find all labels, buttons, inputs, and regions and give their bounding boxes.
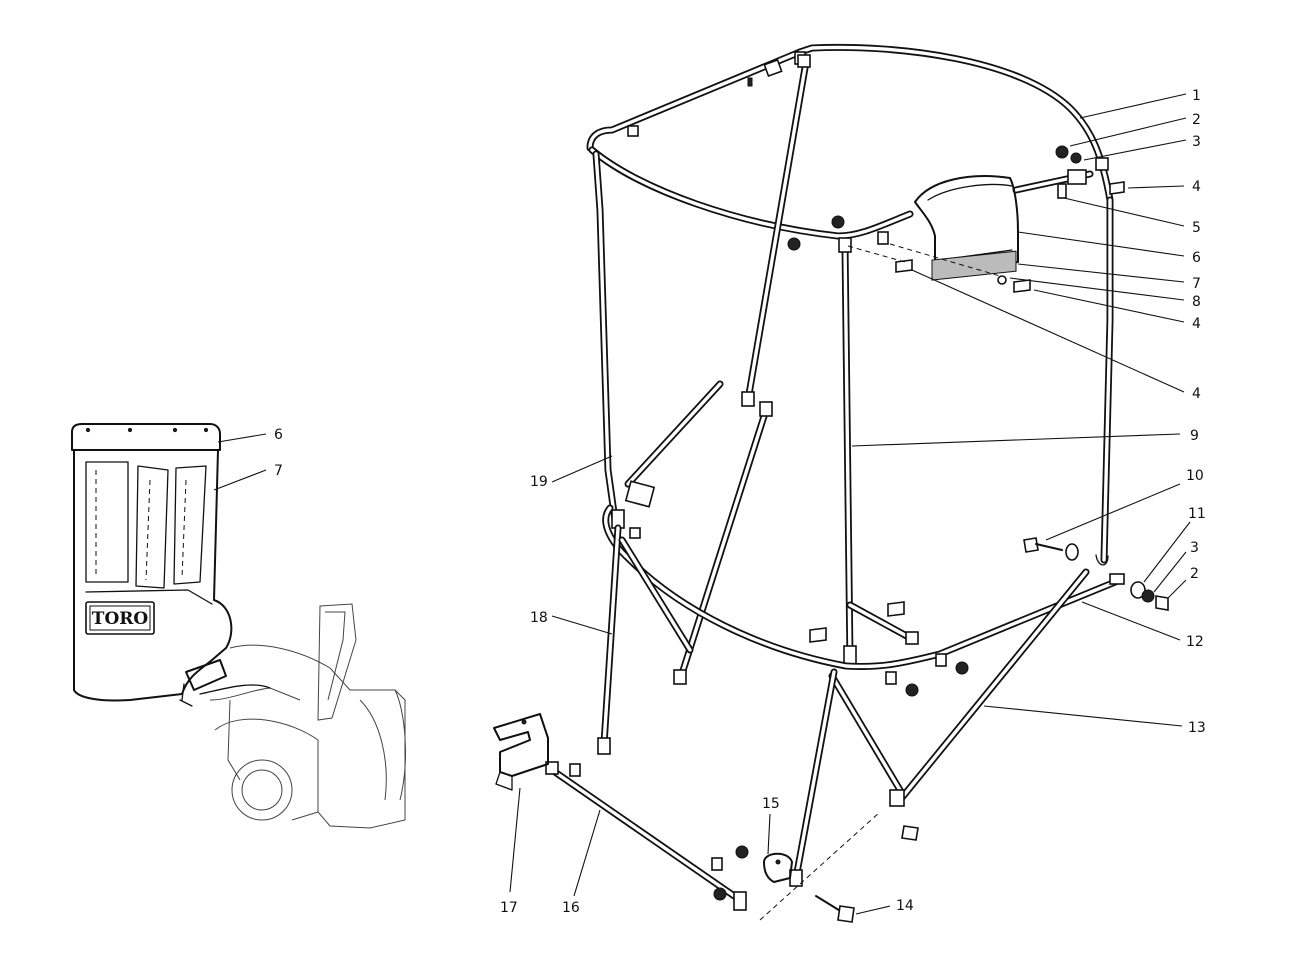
callout-1: 1 — [1192, 88, 1201, 104]
brand-logo-badge: TORO — [85, 601, 155, 635]
callout-2b: 2 — [1190, 566, 1199, 582]
callout-18: 18 — [530, 610, 548, 626]
leader-inset-6 — [217, 433, 267, 443]
leader-10 — [1045, 483, 1181, 541]
leader-2a — [1069, 117, 1187, 147]
part-14-bolt — [759, 811, 919, 923]
cab-frame-exploded-view — [493, 43, 1169, 923]
fasteners-front-top — [787, 215, 1031, 293]
callout-6: 6 — [1192, 250, 1201, 266]
rear-brace-rods — [624, 380, 773, 685]
leader-13 — [983, 705, 1183, 727]
hardware-10-11-3-2 — [1023, 537, 1169, 611]
leader-5 — [1063, 197, 1185, 227]
inset-snowthrower-with-cab: TORO 6 7 — [71, 423, 406, 829]
callout-4c: 4 — [1192, 386, 1201, 402]
callout-10: 10 — [1186, 468, 1204, 484]
leader-18 — [551, 615, 613, 635]
rear-middle-upright — [741, 54, 811, 407]
callout-4a: 4 — [1192, 179, 1201, 195]
part-18-lower-leg — [597, 524, 694, 755]
front-lower-leg — [789, 668, 838, 887]
leader-3b — [1153, 551, 1187, 593]
brand-logo-text: TORO — [92, 609, 149, 629]
part-12-lower-frame — [602, 504, 1125, 685]
callout-12: 12 — [1186, 634, 1204, 650]
leader-17 — [509, 787, 521, 893]
leader-15 — [767, 813, 771, 855]
part-19-side-upright — [592, 150, 625, 529]
part-15-clamp — [763, 852, 793, 883]
callout-8: 8 — [1192, 294, 1201, 310]
callout-inset-7: 7 — [274, 463, 283, 479]
callout-11: 11 — [1188, 506, 1206, 522]
callout-16: 16 — [562, 900, 580, 916]
inner-brace — [809, 601, 969, 697]
leader-inset-7 — [213, 469, 267, 491]
leader-4b — [1033, 289, 1185, 323]
leader-11 — [1143, 521, 1191, 583]
leader-7 — [1017, 263, 1185, 283]
leader-4a — [1127, 185, 1185, 189]
callouts: 1 2 3 4 5 6 7 8 4 4 9 10 11 3 2 12 13 — [500, 88, 1206, 916]
leader-12 — [1081, 601, 1181, 641]
right-upright — [1095, 196, 1114, 566]
leader-19 — [551, 455, 613, 483]
callout-7: 7 — [1192, 276, 1201, 292]
callout-9: 9 — [1190, 428, 1199, 444]
callout-4b: 4 — [1192, 316, 1201, 332]
callout-5: 5 — [1192, 220, 1201, 236]
leader-3a — [1083, 139, 1187, 161]
leader-2b — [1167, 579, 1187, 599]
leader-6 — [1017, 231, 1185, 257]
callout-3a: 3 — [1192, 134, 1201, 150]
cab-enclosure-sketch: TORO — [71, 423, 271, 707]
callout-3b: 3 — [1190, 540, 1199, 556]
callout-13: 13 — [1188, 720, 1206, 736]
part-13-diagonal-brace — [828, 568, 1090, 807]
callout-19: 19 — [530, 474, 548, 490]
leader-16 — [573, 809, 601, 897]
leader-4c — [911, 269, 1185, 393]
callout-inset-6: 6 — [274, 427, 283, 443]
leader-8 — [1009, 277, 1185, 301]
callout-14: 14 — [896, 898, 914, 914]
part-6-visor-shroud — [914, 175, 1019, 281]
part-17-bracket — [493, 713, 549, 791]
leader-1 — [1079, 93, 1187, 119]
part-5-bracket — [1057, 157, 1109, 199]
fasteners-top-right — [1055, 145, 1125, 195]
leader-14 — [855, 905, 891, 915]
part-9-front-upright — [838, 237, 857, 665]
callout-17: 17 — [500, 900, 518, 916]
callout-15: 15 — [762, 796, 780, 812]
part-16-link-bar — [545, 761, 749, 911]
snowthrower-sketch — [209, 603, 406, 829]
leader-9 — [851, 433, 1181, 447]
part-1-top-frame — [586, 43, 1114, 240]
callout-2a: 2 — [1192, 112, 1201, 128]
